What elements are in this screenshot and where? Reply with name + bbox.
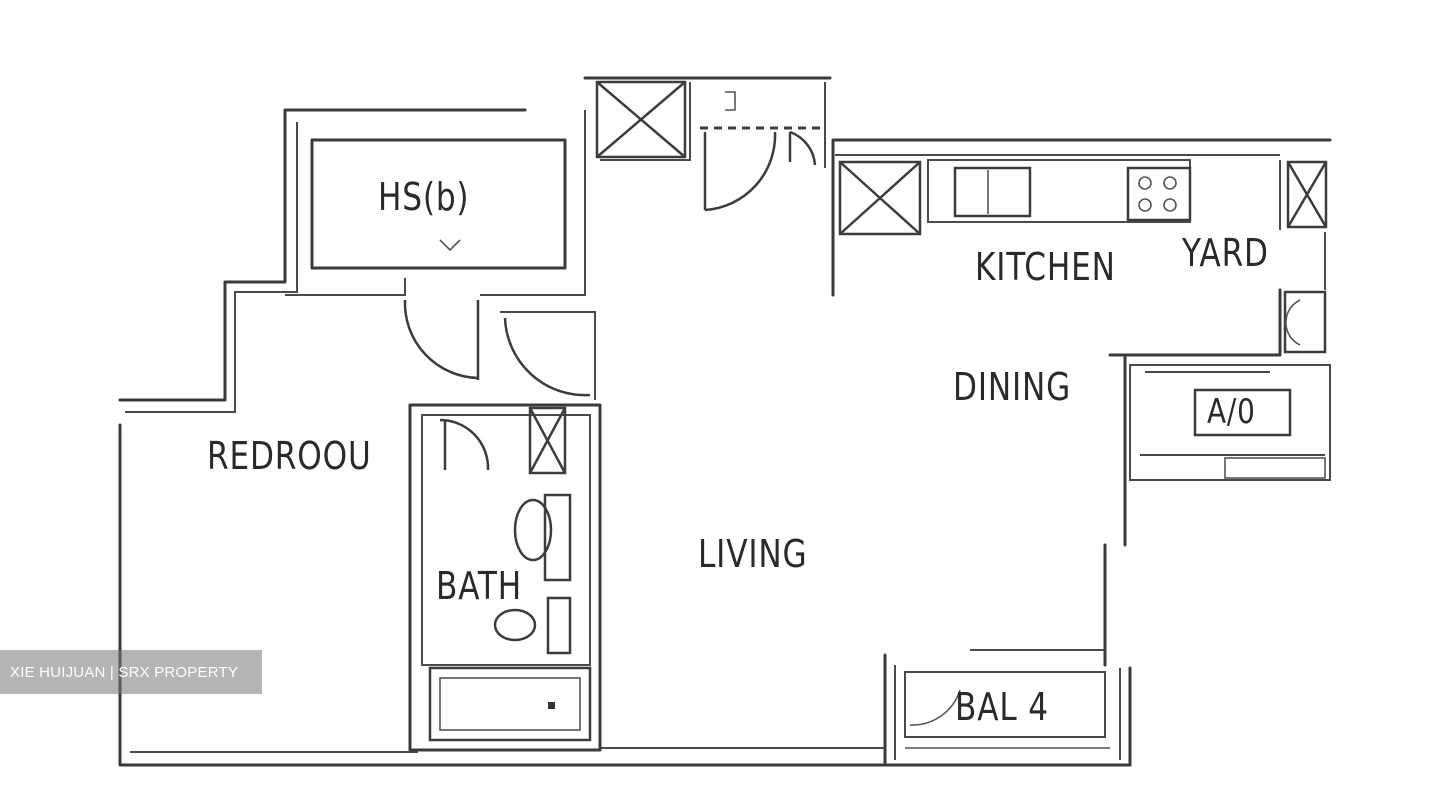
- watermark-text: XIE HUIJUAN | SRX PROPERTY: [10, 663, 239, 681]
- bath-room: [408, 403, 602, 752]
- bath-label: BATH: [436, 564, 523, 608]
- bedroom-label: REDROOU: [207, 434, 372, 478]
- ac-ledge: [1129, 364, 1331, 481]
- dining-label: DINING: [953, 365, 1072, 409]
- balcony-label: BAL 4: [955, 685, 1049, 729]
- hsb-label: HS(b): [378, 175, 470, 219]
- yard-label: YARD: [1182, 231, 1269, 275]
- exterior-walls: [118, 108, 1282, 767]
- kitchen-label: KITCHEN: [975, 245, 1116, 289]
- household-shelter: [285, 110, 586, 296]
- entry-area: [583, 76, 832, 212]
- bedroom-door: [403, 299, 480, 380]
- ac-label: A/0: [1207, 392, 1256, 432]
- living-door: [500, 311, 596, 400]
- balcony-area: [883, 649, 1110, 767]
- yard-area: [1279, 160, 1328, 354]
- kitchen-counter: [831, 138, 1332, 297]
- living-label: LIVING: [698, 532, 808, 576]
- watermark-banner: XIE HUIJUAN | SRX PROPERTY: [0, 650, 262, 694]
